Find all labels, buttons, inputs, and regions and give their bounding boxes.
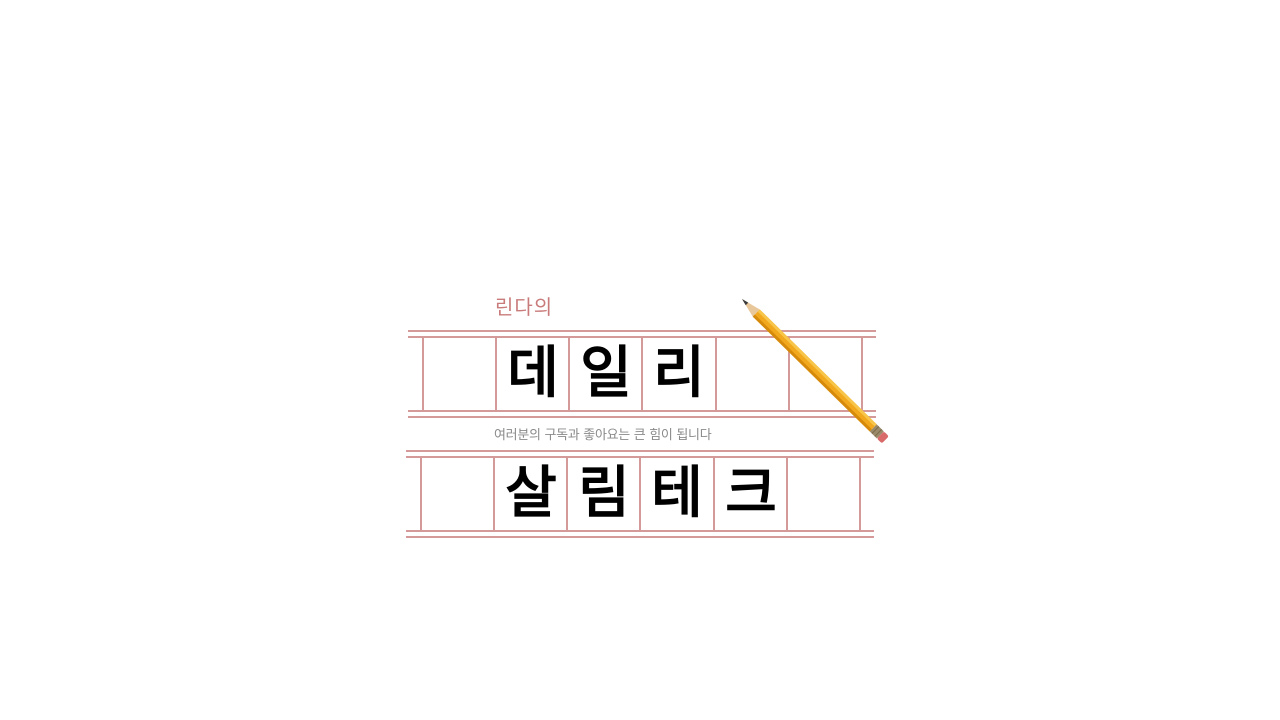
grid-line xyxy=(408,330,876,332)
title-char: 림 xyxy=(578,461,630,526)
grid-line xyxy=(408,410,876,412)
grid-line xyxy=(406,530,874,532)
grid-line xyxy=(568,338,570,410)
grid-line xyxy=(859,458,861,530)
kicker-text: 린다의 xyxy=(495,295,554,319)
title-char: 테 xyxy=(651,461,703,526)
title-grid-row-2: 살 림 테 크 xyxy=(406,450,874,540)
grid-line xyxy=(408,416,876,418)
title-char: 살 xyxy=(505,461,557,526)
grid-line xyxy=(639,458,641,530)
grid-line xyxy=(713,458,715,530)
grid-line xyxy=(786,458,788,530)
subtitle-text: 여러분의 구독과 좋아요는 큰 힘이 됩니다 xyxy=(494,428,712,443)
grid-line xyxy=(715,338,717,410)
grid-line xyxy=(420,458,422,530)
grid-line xyxy=(408,336,876,338)
title-char: 크 xyxy=(725,461,777,526)
grid-line xyxy=(406,536,874,538)
grid-line xyxy=(406,450,874,452)
grid-line xyxy=(566,458,568,530)
grid-line xyxy=(422,338,424,410)
grid-line xyxy=(406,456,874,458)
title-char: 데 xyxy=(507,341,559,406)
grid-line xyxy=(495,338,497,410)
title-char: 일 xyxy=(580,341,632,406)
title-char: 리 xyxy=(653,341,705,406)
grid-line xyxy=(788,338,790,410)
title-grid-row-1: 데 일 리 xyxy=(408,330,876,420)
grid-line xyxy=(861,338,863,410)
grid-line xyxy=(493,458,495,530)
grid-line xyxy=(641,338,643,410)
